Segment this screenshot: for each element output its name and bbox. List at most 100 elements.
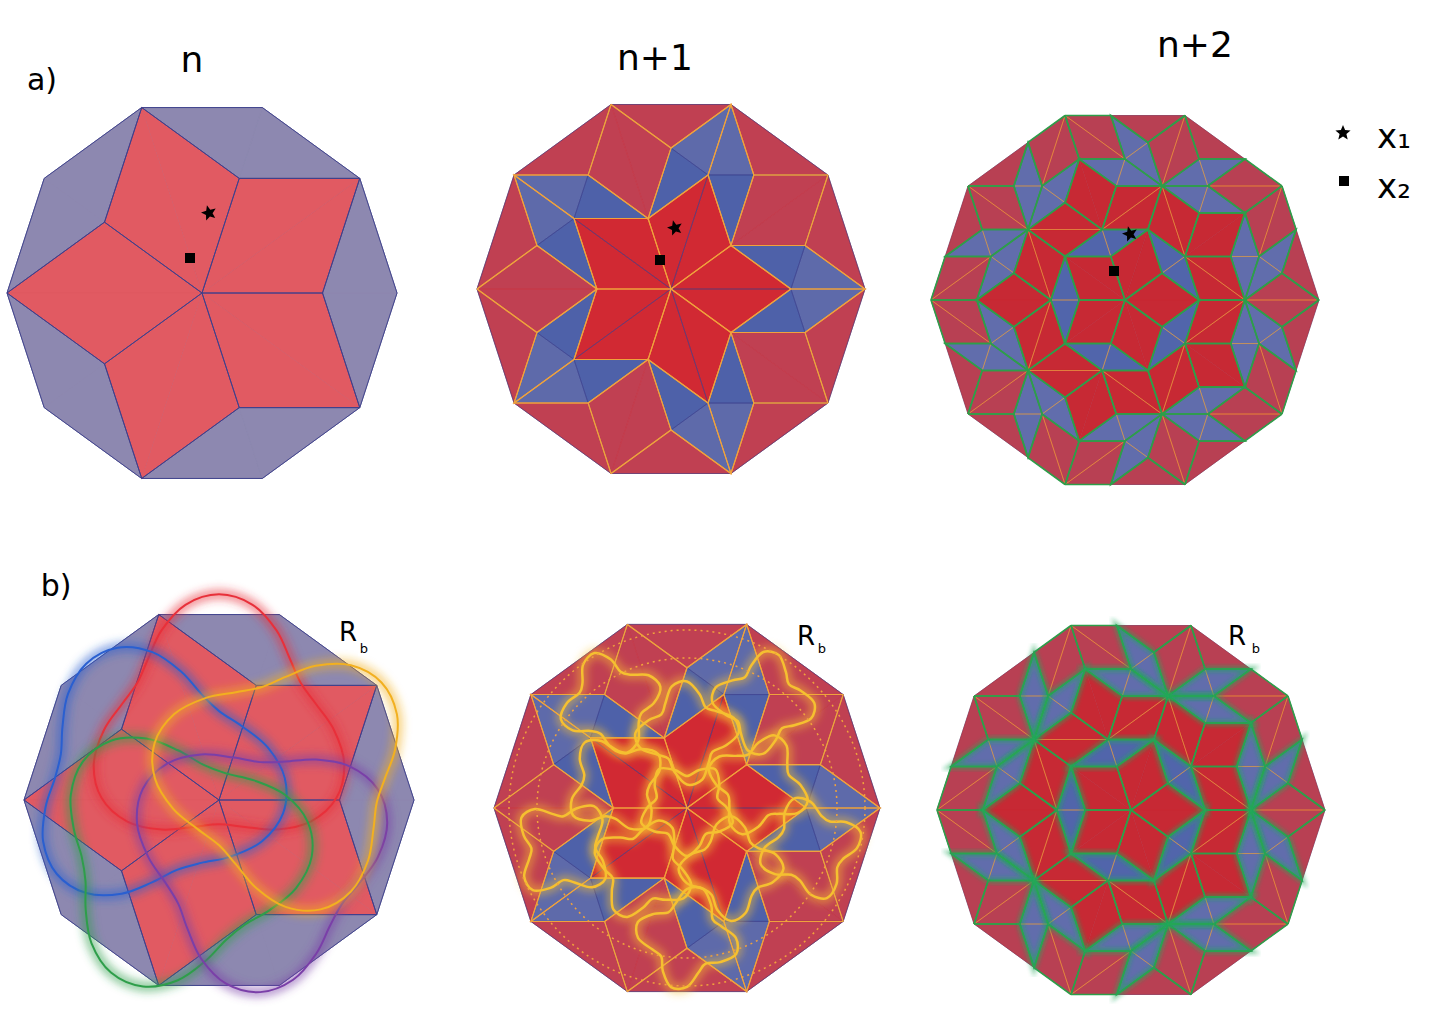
tiling-b-n2 xyxy=(937,625,1325,994)
tile xyxy=(1014,142,1042,186)
tile-edge xyxy=(159,615,280,686)
tile-edge xyxy=(7,293,105,408)
tile-edge xyxy=(44,108,142,223)
tile-edge xyxy=(477,175,537,289)
tile-edge xyxy=(1028,370,1102,397)
curves-n1 xyxy=(509,630,865,989)
tile xyxy=(574,175,648,219)
tile-edge xyxy=(671,289,791,333)
panel-label: b) xyxy=(39,570,74,602)
tile-edge xyxy=(731,175,828,245)
tile-edge xyxy=(1205,669,1251,696)
previous-tile-edge xyxy=(931,300,1051,344)
tile-edge xyxy=(805,175,865,289)
previous-tile-edge xyxy=(611,104,731,174)
curve-glow xyxy=(1265,740,1302,784)
tile-edge xyxy=(968,370,1028,414)
tile-edge xyxy=(671,289,731,403)
tile-edge xyxy=(931,256,991,300)
tile-edge xyxy=(1085,669,1131,696)
legend-text: x₂ xyxy=(1375,168,1413,204)
tile-edge xyxy=(1185,256,1245,300)
previous-tile-edge xyxy=(1245,300,1319,344)
tile-edge xyxy=(142,293,240,478)
tile-edge xyxy=(537,219,597,289)
tile-edge xyxy=(202,293,360,408)
tile-edge xyxy=(731,175,828,245)
curve-glow xyxy=(997,837,1034,881)
tile xyxy=(731,289,805,333)
previous-tile-edge xyxy=(1108,880,1168,950)
curve-glow xyxy=(951,854,997,881)
tile-edge xyxy=(1148,115,1185,185)
tile xyxy=(708,333,754,403)
curve-glow xyxy=(1117,951,1154,995)
tile-edge xyxy=(1065,300,1125,344)
tile-edge xyxy=(1065,256,1125,300)
tile-edge xyxy=(514,403,611,473)
previous-tile-edge xyxy=(1125,256,1245,300)
previous-tile-edge xyxy=(1028,300,1125,370)
decagon xyxy=(24,615,414,986)
tile-edge xyxy=(1051,256,1079,300)
previous-tile-edge xyxy=(1168,625,1214,695)
tile-edge xyxy=(997,740,1034,784)
tile-edge xyxy=(1102,344,1148,371)
tile-edge xyxy=(951,854,997,881)
tile-edge xyxy=(1065,344,1111,371)
tile-edge xyxy=(514,333,574,403)
previous-tile-edge xyxy=(514,104,611,218)
tile-edge xyxy=(1028,414,1065,484)
curve-glow xyxy=(1048,669,1085,713)
tile-edge xyxy=(1065,441,1125,485)
tile xyxy=(1034,713,1108,740)
tile xyxy=(1205,924,1251,951)
previous-tile-edge xyxy=(1162,344,1208,414)
tile-edge xyxy=(1102,186,1162,230)
previous-tile-edge xyxy=(671,175,828,289)
tile-edge xyxy=(708,333,754,403)
previous-tile-edge xyxy=(1125,300,1245,344)
previous-tile-edge xyxy=(1028,186,1102,230)
previous-tile-edge xyxy=(1071,951,1191,995)
tile-edge xyxy=(1131,810,1205,837)
previous-tile-edge xyxy=(708,104,828,174)
curve xyxy=(760,798,861,899)
tile-edge xyxy=(1168,924,1214,951)
decagon xyxy=(477,105,865,474)
previous-tile-edge xyxy=(1185,344,1282,414)
tile-edge xyxy=(1231,256,1259,300)
tile-edge xyxy=(1028,186,1065,230)
curve-glow xyxy=(983,810,1020,854)
tile-edge xyxy=(142,108,240,293)
previous-tile-edge xyxy=(1028,370,1102,414)
rhombus-tiles xyxy=(494,624,880,991)
previous-tile-edge xyxy=(968,186,1042,230)
tile xyxy=(945,344,991,371)
tile-edge xyxy=(1034,880,1108,907)
tile-edge xyxy=(1125,230,1162,300)
curve-glow xyxy=(1265,837,1302,881)
tiling-n1 xyxy=(477,104,865,473)
previous-tile-edge xyxy=(494,808,591,921)
previous-tile-edge xyxy=(791,175,865,289)
tile-edge xyxy=(1079,159,1125,186)
previous-tile-edge xyxy=(477,175,574,289)
tile-edge xyxy=(1245,186,1282,256)
tile xyxy=(1185,441,1245,485)
tile-edge xyxy=(1251,810,1325,837)
curve-glow xyxy=(1154,740,1191,784)
decagon xyxy=(494,624,880,991)
tile-edge xyxy=(574,289,671,359)
tile-edge xyxy=(1028,203,1102,230)
tile-edge xyxy=(1057,810,1085,854)
region-label: b xyxy=(358,641,370,656)
tile-edge xyxy=(1117,625,1191,652)
curve-glow xyxy=(1048,907,1085,951)
tile-edge xyxy=(611,359,671,473)
tile-edge xyxy=(731,245,805,289)
tile-edge xyxy=(968,186,1028,230)
tile-edge xyxy=(1111,230,1148,300)
tile-edge xyxy=(1231,213,1259,257)
